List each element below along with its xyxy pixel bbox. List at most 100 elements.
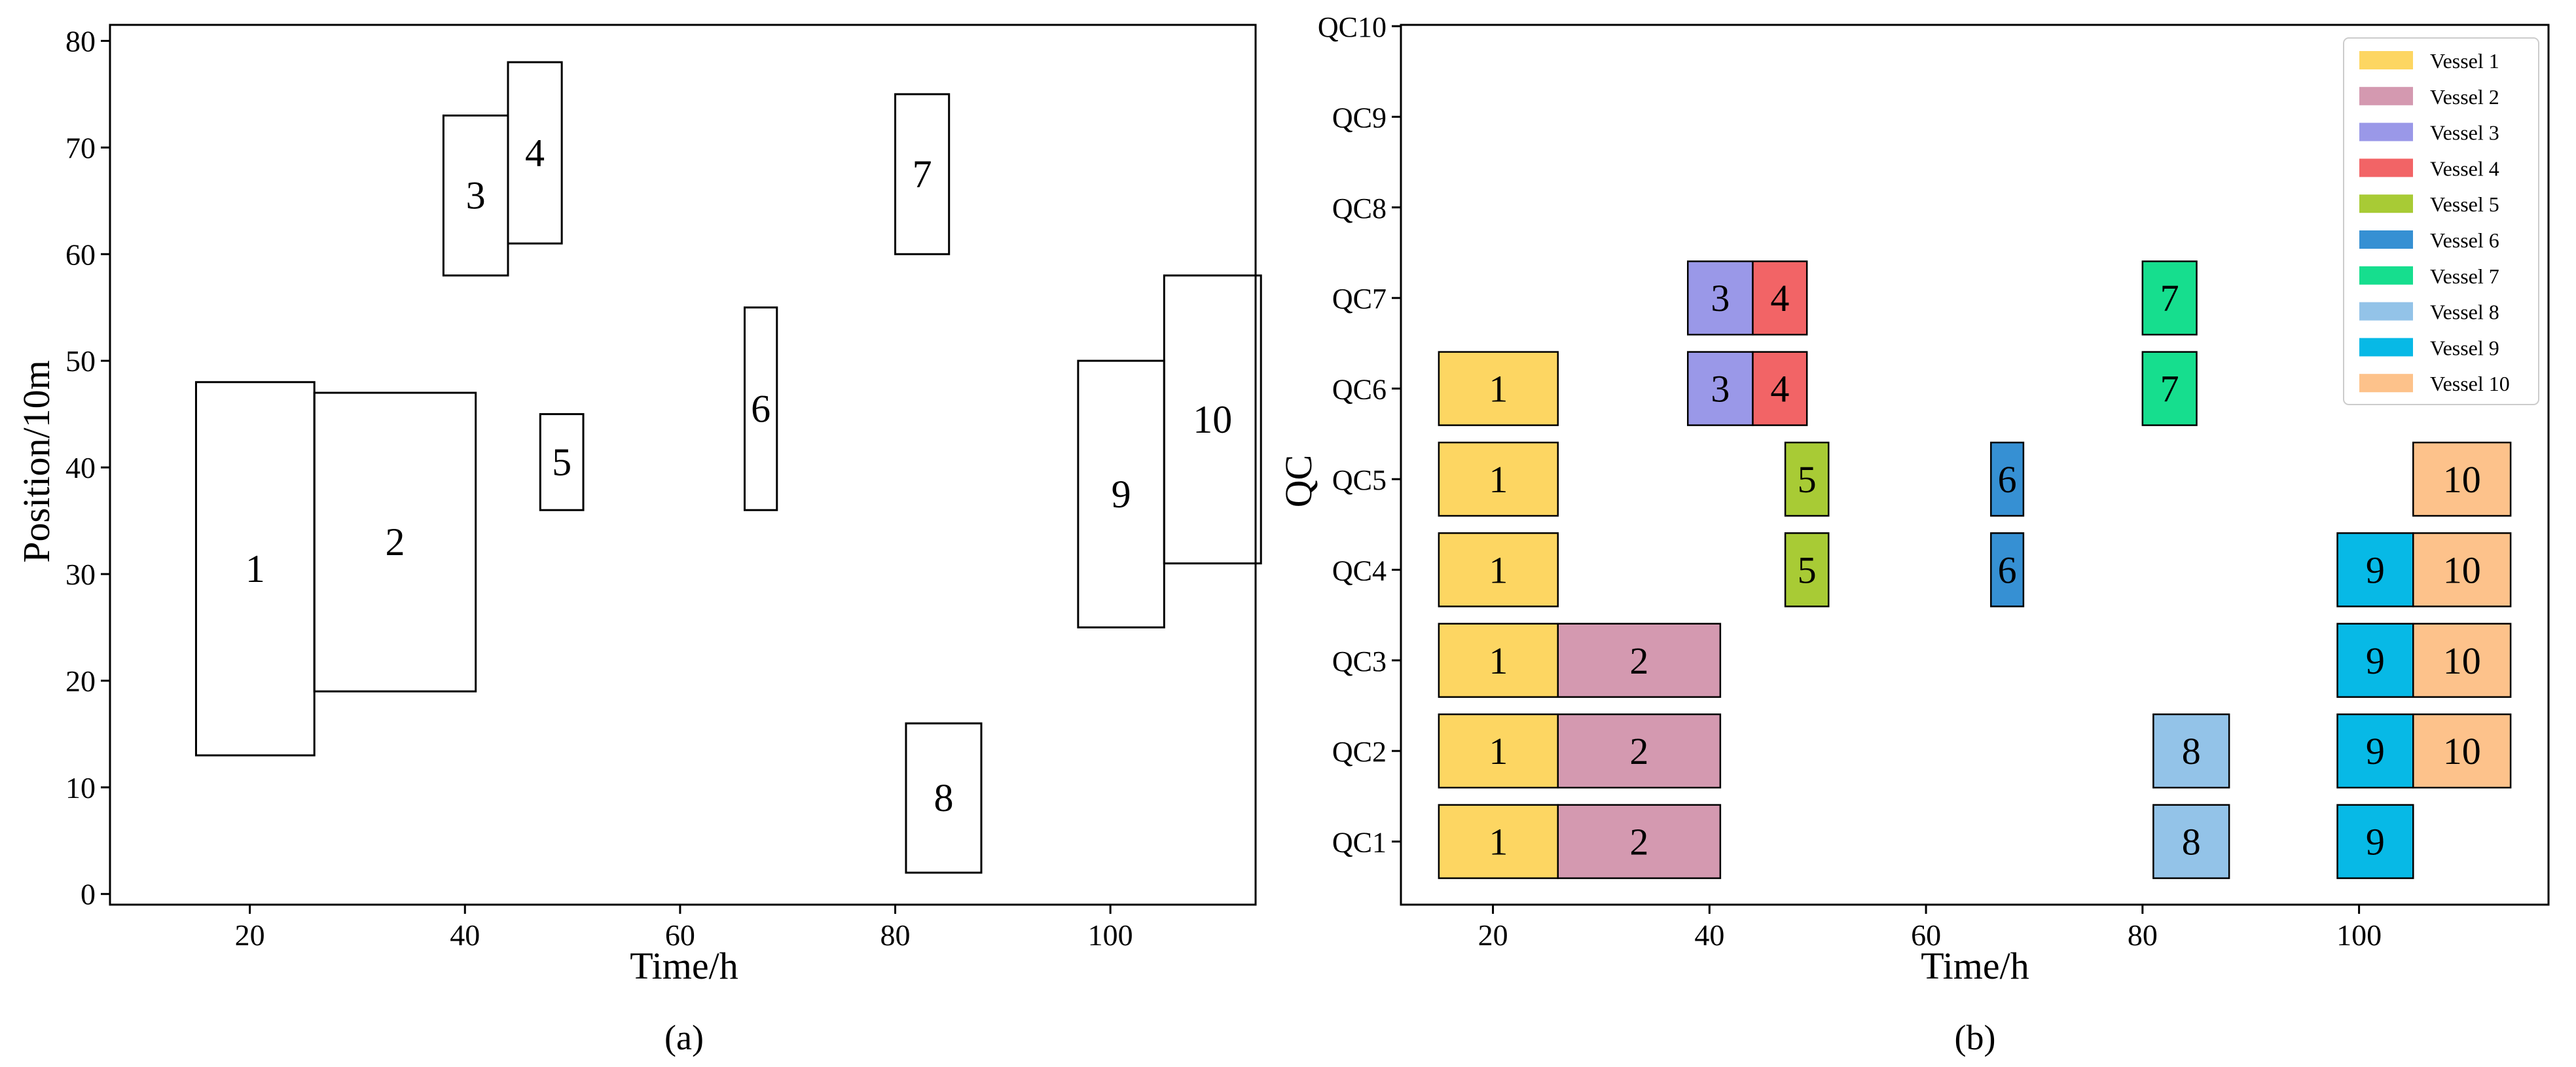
qc-bar-vessel-9-qc3 — [2336, 623, 2414, 698]
qc-bar-label-vessel-6: 6 — [1998, 458, 2017, 501]
panel-a-y-tick-label: 30 — [65, 558, 96, 591]
panel-a-x-tick-label: 20 — [235, 918, 265, 952]
panel-a-y-tick-label: 20 — [65, 664, 96, 698]
qc-bar-label-vessel-1: 1 — [1489, 458, 1508, 501]
qc-bar-vessel-7-qc7 — [2141, 260, 2198, 336]
legend-entry-label: Vessel 5 — [2430, 192, 2499, 216]
panel-b-plot-area — [1400, 24, 2550, 906]
legend-swatch — [2359, 86, 2413, 105]
panel-b-y-tick-label: QC4 — [1332, 554, 1387, 587]
panel-a-plot-area — [109, 24, 1257, 906]
qc-bar-vessel-3-qc7 — [1687, 260, 1754, 336]
qc-bar-label-vessel-7: 7 — [2160, 277, 2179, 319]
vessel-box-label-3: 3 — [466, 174, 486, 217]
legend-entry-label: Vessel 3 — [2430, 121, 2499, 145]
vessel-box-10 — [1163, 274, 1262, 565]
panel-a-y-tick-label: 80 — [65, 24, 96, 58]
vessel-box-label-10: 10 — [1193, 398, 1232, 441]
panel-b-y-tick-label: QC9 — [1332, 101, 1387, 134]
qc-bar-label-vessel-9: 9 — [2366, 549, 2385, 591]
legend-entry-label: Vessel 9 — [2430, 336, 2499, 359]
panel-a-y-tick-label: 70 — [65, 131, 96, 164]
legend-swatch — [2359, 194, 2413, 213]
legend-entry-label: Vessel 8 — [2430, 300, 2499, 324]
panel-b-x-tick-label: 60 — [1911, 918, 1941, 952]
qc-bar-vessel-9-qc2 — [2336, 713, 2414, 789]
qc-bar-label-vessel-1: 1 — [1489, 821, 1508, 863]
panel-b-x-tick-label: 40 — [1694, 918, 1724, 952]
qc-bar-vessel-2-qc3 — [1557, 623, 1722, 698]
vessel-box-label-4: 4 — [525, 131, 545, 174]
qc-bar-vessel-8-qc1 — [2152, 804, 2230, 879]
panel-a-x-tick-label: 80 — [880, 918, 911, 952]
vessel-box-label-2: 2 — [385, 520, 405, 564]
legend-swatch — [2359, 302, 2413, 321]
vessel-box-label-5: 5 — [552, 441, 571, 484]
panel-a-y-tick-label: 40 — [65, 451, 96, 484]
qc-bar-vessel-10-qc4 — [2412, 532, 2512, 607]
legend-entry-label: Vessel 4 — [2430, 156, 2499, 180]
panel-b-y-axis-label: QC — [1277, 455, 1320, 508]
qc-bar-label-vessel-10: 10 — [2443, 549, 2481, 591]
vessel-box-label-1: 1 — [245, 547, 265, 590]
panel-a-y-tick-label: 0 — [81, 878, 96, 911]
qc-bar-label-vessel-10: 10 — [2443, 458, 2481, 501]
qc-bar-label-vessel-1: 1 — [1489, 640, 1508, 682]
vessel-box-label-6: 6 — [751, 387, 771, 430]
qc-bar-label-vessel-7: 7 — [2160, 368, 2179, 410]
panel-b-x-tick-label: 100 — [2336, 918, 2382, 952]
panel-a-x-tick-label: 100 — [1088, 918, 1133, 952]
legend-entry-label: Vessel 6 — [2430, 228, 2499, 252]
qc-bar-label-vessel-9: 9 — [2366, 821, 2385, 863]
qc-bar-vessel-1-qc2 — [1438, 713, 1559, 789]
panel-a-axes-frame — [109, 24, 1257, 906]
qc-bar-vessel-10-qc2 — [2412, 713, 2512, 789]
panel-b-y-tick-label: QC1 — [1332, 827, 1387, 859]
panel-b-axes-frame — [1400, 24, 2550, 906]
panel-b-y-tick-label: QC3 — [1332, 645, 1387, 678]
qc-bar-label-vessel-10: 10 — [2443, 640, 2481, 682]
qc-bar-vessel-10-qc5 — [2412, 441, 2512, 517]
vessel-box-label-8: 8 — [934, 776, 953, 820]
qc-bar-label-vessel-3: 3 — [1711, 277, 1730, 319]
qc-bar-label-vessel-9: 9 — [2366, 640, 2385, 682]
qc-bar-vessel-4-qc7 — [1752, 260, 1808, 336]
qc-bar-vessel-1-qc1 — [1438, 804, 1559, 879]
qc-bar-vessel-1-qc3 — [1438, 623, 1559, 698]
qc-bar-label-vessel-2: 2 — [1629, 640, 1648, 682]
panel-a-x-axis-label: Time/h — [630, 945, 738, 987]
panel-b-caption-label: (b) — [1955, 1018, 1996, 1057]
qc-bar-vessel-8-qc2 — [2152, 713, 2230, 789]
legend-entry-label: Vessel 7 — [2430, 264, 2499, 288]
qc-bar-vessel-5-qc5 — [1784, 441, 1830, 517]
qc-bar-vessel-2-qc1 — [1557, 804, 1722, 879]
qc-bar-vessel-1-qc5 — [1438, 441, 1559, 517]
legend-entry-label: Vessel 2 — [2430, 85, 2499, 109]
legend-entry-label: Vessel 10 — [2430, 372, 2510, 395]
panel-b-x-tick-label: 80 — [2128, 918, 2158, 952]
vessel-box-4 — [507, 61, 563, 245]
legend-swatch — [2359, 338, 2413, 357]
legend-swatch — [2359, 158, 2413, 177]
qc-bar-vessel-7-qc6 — [2141, 351, 2198, 426]
qc-bar-label-vessel-4: 4 — [1770, 368, 1789, 410]
qc-bar-label-vessel-5: 5 — [1798, 458, 1817, 501]
qc-bar-label-vessel-8: 8 — [2182, 730, 2201, 772]
qc-bar-label-vessel-1: 1 — [1489, 549, 1508, 591]
panel-a-y-tick-label: 60 — [65, 238, 96, 271]
panel-a-x-tick-label: 60 — [665, 918, 695, 952]
legend-swatch — [2359, 374, 2413, 393]
panel-b-y-tick-label: QC5 — [1332, 464, 1387, 496]
vessel-box-label-7: 7 — [913, 153, 932, 196]
panel-a-y-tick-label: 10 — [65, 771, 96, 805]
panel-a-caption-label: (a) — [664, 1018, 704, 1057]
qc-bar-vessel-5-qc4 — [1784, 532, 1830, 607]
